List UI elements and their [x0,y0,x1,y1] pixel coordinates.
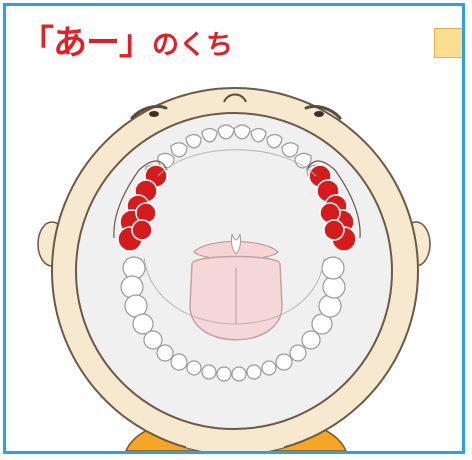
card-frame: 「あー」のくち [3,3,465,454]
nose [223,93,247,103]
title-open-bracket: 「 [20,23,54,63]
right-eye [314,111,324,117]
title-main: あー [53,23,120,63]
left-eyebrow [130,104,168,120]
right-eyebrow [304,104,342,120]
left-eye [149,111,159,117]
open-mouth-illustration [37,87,431,451]
uvula [231,233,241,255]
title-suffix: のくち [152,30,233,61]
highlighted-molars-right [308,164,357,252]
lower-teeth [120,256,346,382]
highlighted-molars-left [117,164,168,252]
title-close-bracket: 」 [119,23,153,63]
page-title: 「あー」のくち [20,26,233,60]
tab-marker [434,28,462,58]
